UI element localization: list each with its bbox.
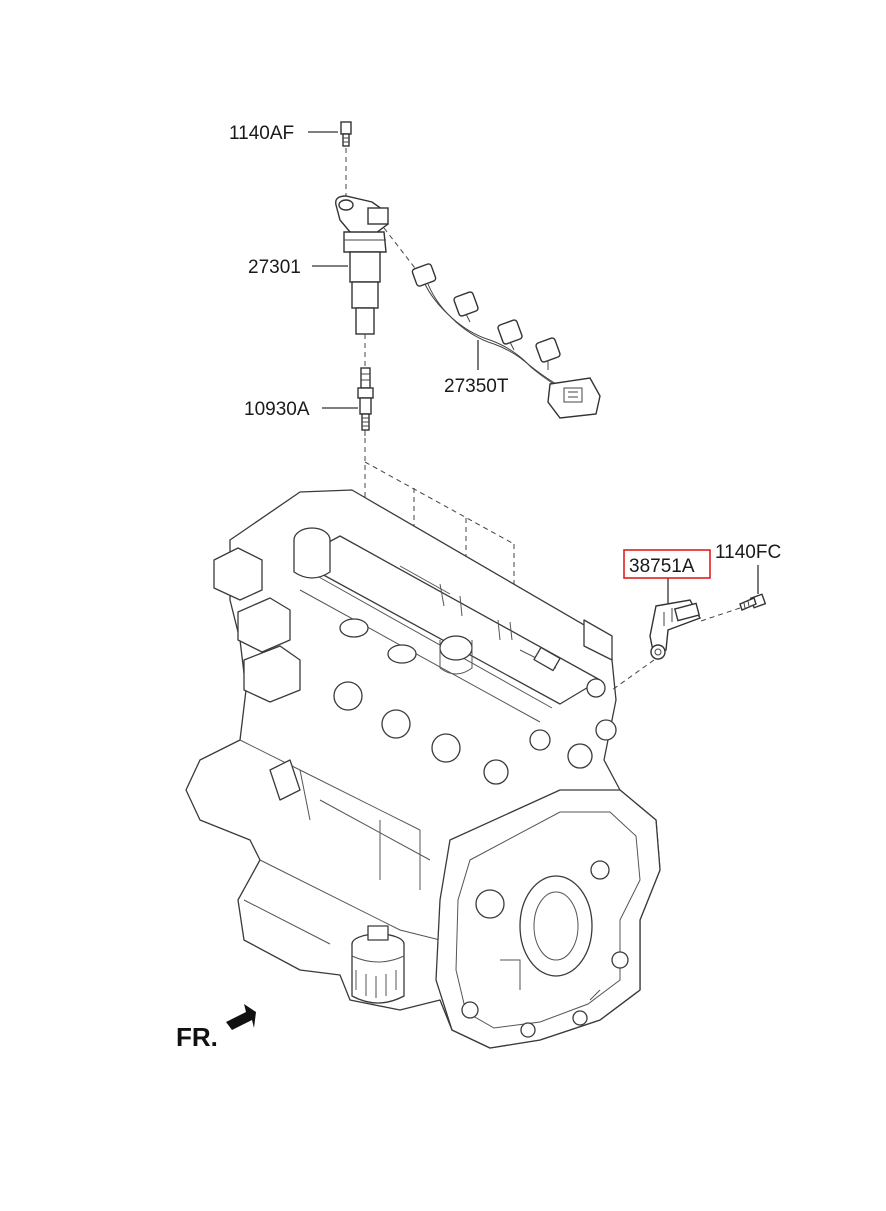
- harness-connector-1: [411, 263, 437, 287]
- wiring-harness: [411, 263, 601, 419]
- ignition-coil: [335, 195, 389, 368]
- front-direction-indicator: FR.: [176, 1004, 256, 1052]
- label-27301: 27301: [248, 257, 301, 278]
- coil-harness-link: [383, 227, 419, 273]
- spark-plug: [357, 367, 374, 436]
- harness-main-connector: [547, 377, 601, 419]
- label-38751a: 38751A: [629, 556, 695, 577]
- bellhousing-flange: [435, 789, 661, 1049]
- harness-connector-3: [497, 319, 523, 351]
- harness-connector-2: [453, 291, 479, 323]
- label-27350t: 27350T: [444, 376, 509, 397]
- label-1140af: 1140AF: [229, 123, 294, 144]
- harness-connector-4: [535, 337, 561, 370]
- highlight-box-38751a: [623, 549, 711, 579]
- camshaft-position-sensor: [649, 599, 702, 660]
- front-label: FR.: [176, 1022, 218, 1052]
- engine-assembly: [185, 489, 661, 1049]
- sensor-install-dashed: [611, 659, 655, 691]
- label-10930a: 10930A: [244, 399, 310, 420]
- oil-filter: [351, 925, 405, 1004]
- front-arrow-icon: [226, 1004, 256, 1030]
- bolt-1140fc: [739, 593, 767, 611]
- bolt-install-dashed: [697, 607, 741, 623]
- label-1140fc: 1140FC: [715, 542, 781, 563]
- bolt-1140af: [340, 121, 352, 196]
